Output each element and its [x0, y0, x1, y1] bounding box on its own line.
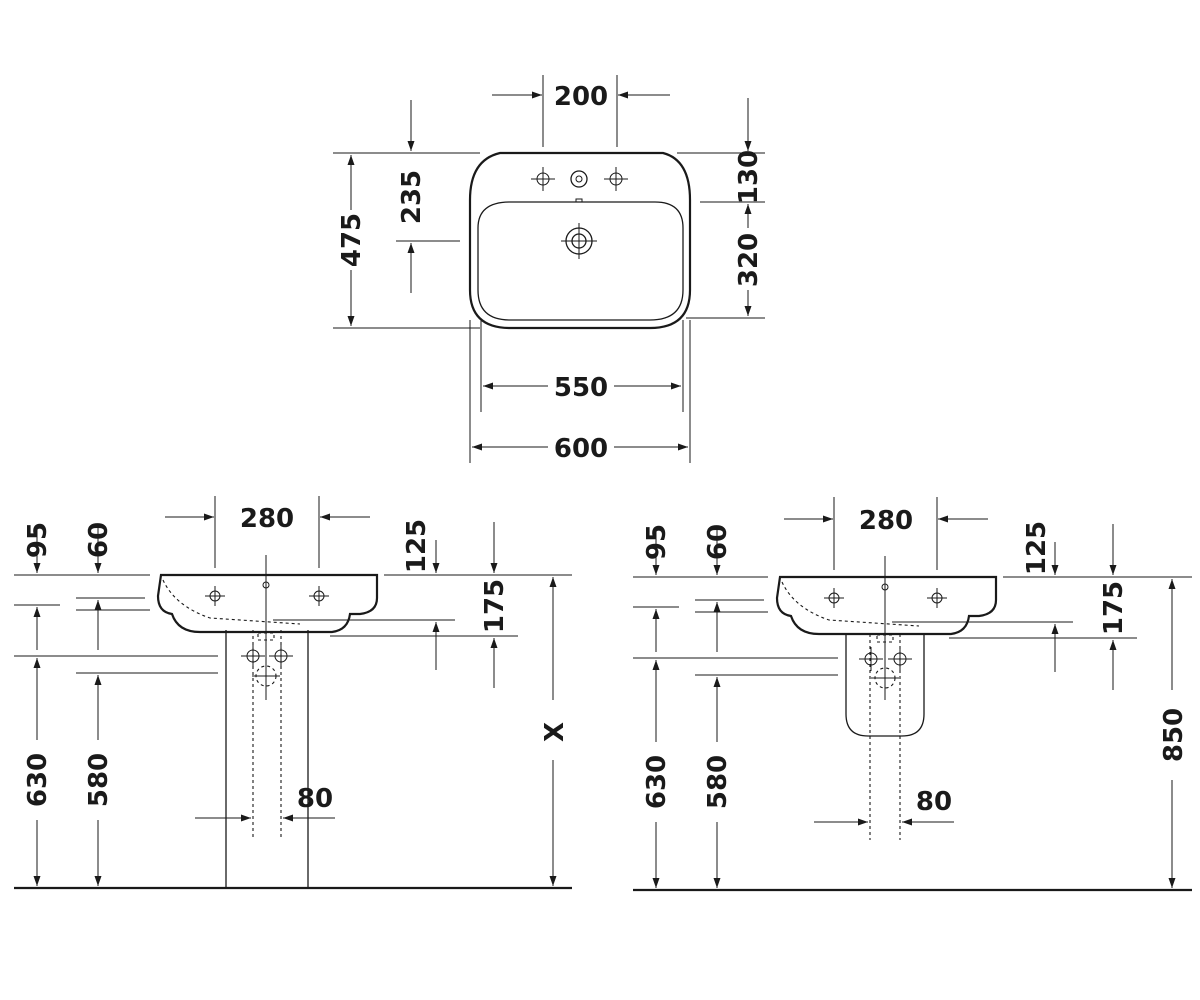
waste-outlet-icon	[252, 665, 280, 687]
supply-valve-right-icon-right	[888, 647, 912, 671]
tap-hole-right-icon	[604, 167, 628, 191]
dim-label-125-right: 125	[1022, 521, 1052, 575]
dim-label-95: 95	[23, 522, 53, 558]
dim-label-320: 320	[734, 233, 764, 287]
basin-tap-left-icon-right	[824, 588, 844, 608]
tap-hole-left-icon	[531, 167, 555, 191]
dim-label-630: 630	[23, 753, 53, 807]
waste-outlet-icon-right	[871, 667, 899, 689]
dim-label-280: 280	[240, 504, 294, 534]
dim-label-130: 130	[734, 150, 764, 204]
dim-label-60: 60	[84, 522, 114, 558]
supply-valve-right-icon	[269, 644, 293, 668]
semi-pedestal-shroud	[845, 634, 925, 737]
basin-tap-right-icon	[309, 586, 329, 606]
dim-label-175: 175	[480, 579, 510, 633]
semi-pedestal-side-view: 280 95 60 125 175 630 580 80 850	[633, 497, 1192, 892]
dim-label-850: 850	[1159, 708, 1189, 762]
dim-label-80: 80	[297, 784, 333, 814]
overflow-slot	[575, 198, 583, 203]
tap-hole-center-icon	[570, 170, 588, 188]
pedestal-side-view: 280 95 60 125 175 630 580 80 X	[14, 496, 572, 890]
basin-bowl-outline	[477, 201, 684, 321]
dim-label-475: 475	[337, 213, 367, 267]
drain-icon	[561, 223, 597, 259]
dim-label-550: 550	[554, 373, 608, 403]
dim-label-60-right: 60	[703, 524, 733, 560]
dim-label-630-right: 630	[642, 755, 672, 809]
dim-label-200: 200	[554, 82, 608, 112]
basin-side-profile-right	[775, 575, 998, 636]
dim-label-580: 580	[84, 753, 114, 807]
dim-label-95-right: 95	[642, 524, 672, 560]
dim-label-280-right: 280	[859, 506, 913, 536]
dim-label-235: 235	[397, 170, 427, 224]
basin-tap-left-icon	[205, 586, 225, 606]
supply-valve-left-icon	[241, 644, 265, 668]
dim-label-x: X	[540, 722, 570, 742]
dim-label-175-right: 175	[1099, 581, 1129, 635]
dim-label-580-right: 580	[703, 755, 733, 809]
dim-label-80-right: 80	[916, 787, 952, 817]
dim-label-600: 600	[554, 434, 608, 464]
basin-tap-right-icon-right	[927, 588, 947, 608]
dim-label-125: 125	[402, 519, 432, 573]
basin-side-profile	[156, 573, 379, 634]
top-view: 200 475 235 130 320 550 600	[333, 75, 765, 464]
basin-outer-outline	[468, 151, 692, 330]
supply-valve-left-icon-right	[859, 647, 883, 671]
